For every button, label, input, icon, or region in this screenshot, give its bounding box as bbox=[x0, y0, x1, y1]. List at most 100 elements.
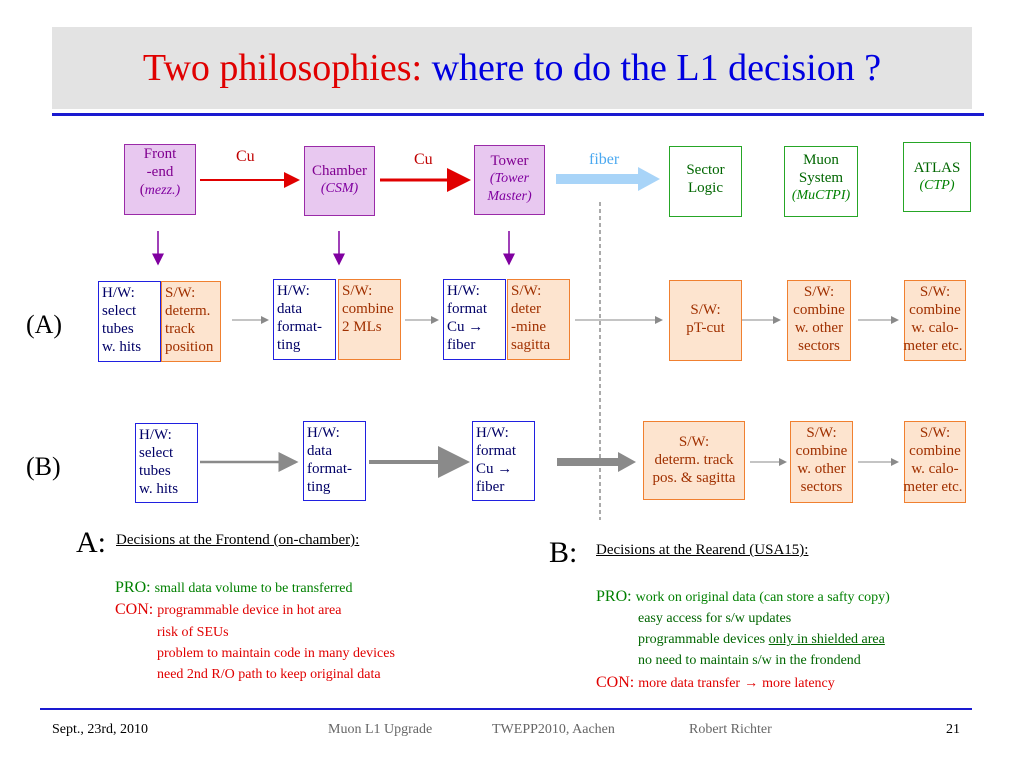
text-line: -mine bbox=[511, 319, 546, 335]
frontend-open: ( bbox=[139, 182, 145, 198]
text-line: format bbox=[447, 301, 487, 317]
frontend-line2: -end bbox=[146, 164, 174, 180]
con-text: more data transfer bbox=[638, 676, 741, 691]
section-a-letter: A: bbox=[76, 526, 106, 559]
text-line: select bbox=[102, 303, 137, 319]
footer-page-number: 21 bbox=[946, 722, 960, 737]
section-b-letter: B: bbox=[549, 536, 578, 569]
row-b-sw-combine-calo: S/W: combine w. calo-meter etc. bbox=[903, 421, 966, 503]
text-line: S/W: bbox=[165, 285, 196, 301]
sector-logic-box: Sector Logic bbox=[669, 146, 742, 217]
text-line: tubes bbox=[139, 463, 171, 479]
tower-line1: Tower bbox=[490, 153, 529, 169]
pro-text: small data volume to be transferred bbox=[154, 581, 353, 596]
text-line: combine bbox=[909, 302, 961, 318]
text-line: track bbox=[165, 321, 195, 337]
muon-sub: (MuCTPI) bbox=[791, 188, 851, 203]
section-b-title: Decisions at the Rearend (USA15): bbox=[596, 542, 809, 558]
atlas-sub: (CTP) bbox=[919, 178, 955, 193]
text-line: pos. & sagitta bbox=[652, 470, 736, 486]
pro-label: PRO: bbox=[115, 579, 151, 596]
tower-box: Tower (Tower Master) bbox=[474, 145, 545, 215]
chamber-line1: Chamber bbox=[312, 163, 367, 179]
text-line: H/W: bbox=[139, 427, 172, 443]
section-b-pro-line2: easy access for s/w updates bbox=[638, 611, 792, 626]
pro-line: work on original data (can store a safty… bbox=[635, 590, 890, 605]
text-line: fiber bbox=[447, 337, 476, 353]
con-text: more latency bbox=[762, 676, 835, 691]
text-line: sectors bbox=[798, 338, 840, 354]
text-line: data bbox=[307, 443, 332, 459]
arrow-right-icon: → bbox=[744, 676, 759, 691]
chamber-box: Chamber (CSM) bbox=[304, 146, 375, 216]
row-a-label: (A) bbox=[26, 310, 63, 339]
text-line: Cu → bbox=[476, 461, 513, 477]
muon-system-box: Muon System (MuCTPI) bbox=[784, 146, 858, 217]
tower-sub2: Master) bbox=[487, 189, 532, 204]
text-line: position bbox=[165, 339, 214, 355]
text-line: w. other bbox=[797, 461, 846, 477]
text-line: S/W: bbox=[678, 434, 710, 450]
footer-rule bbox=[40, 708, 972, 710]
text-line: combine bbox=[795, 443, 848, 459]
footer-event1: Muon L1 Upgrade bbox=[328, 722, 433, 737]
muon-line1: Muon bbox=[803, 152, 839, 168]
text-line: H/W: bbox=[447, 283, 480, 299]
text-line: sagitta bbox=[511, 337, 551, 353]
text-line: select bbox=[139, 445, 174, 461]
text-line: combine bbox=[909, 443, 961, 459]
pro-label: PRO: bbox=[596, 588, 632, 605]
footer-date: Sept., 23rd, 2010 bbox=[52, 722, 149, 737]
section-b-pro: PRO: work on original data (can store a … bbox=[596, 588, 890, 606]
text-line: combine bbox=[793, 302, 845, 318]
text-line: combine bbox=[342, 301, 394, 317]
text-line: sectors bbox=[800, 479, 843, 495]
text-line: deter bbox=[511, 301, 541, 317]
text-line: S/W: bbox=[342, 283, 373, 299]
fiber-arrow bbox=[556, 167, 660, 191]
text-line: data bbox=[277, 301, 302, 317]
text-line: ting bbox=[277, 337, 301, 353]
frontend-line1: Front bbox=[143, 146, 177, 162]
atlas-line1: ATLAS bbox=[913, 160, 961, 176]
section-a-con-line2: risk of SEUs bbox=[157, 625, 229, 640]
frontend-sub: mezz. bbox=[144, 183, 176, 198]
text-line: S/W: bbox=[919, 284, 951, 300]
text-line: w. hits bbox=[102, 339, 142, 355]
title-rule bbox=[52, 113, 984, 116]
text-line: w. calo- bbox=[911, 461, 959, 477]
row-b-hw-select-tubes: H/W: select tubes w. hits bbox=[135, 423, 198, 503]
text-line: H/W: bbox=[277, 283, 310, 299]
row-b-arrow-3 bbox=[557, 452, 636, 472]
text-line: meter etc. bbox=[903, 479, 963, 495]
text-line: S/W: bbox=[690, 302, 721, 318]
chamber-sub: (CSM) bbox=[320, 181, 359, 196]
text-line: format- bbox=[277, 319, 322, 335]
section-b-pro-line3: programmable devices only in shielded ar… bbox=[638, 632, 885, 648]
section-a-con-line3: problem to maintain code in many devices bbox=[157, 646, 395, 661]
title-part1: Two philosophies: bbox=[142, 47, 423, 89]
slide-title: Two philosophies: where to do the L1 dec… bbox=[52, 27, 972, 109]
frontend-close: ) bbox=[175, 183, 181, 198]
text-line: w. other bbox=[794, 320, 844, 336]
text-line: S/W: bbox=[511, 283, 542, 299]
text-line: format bbox=[476, 443, 516, 459]
text-line: pT-cut bbox=[686, 320, 725, 336]
section-a-title: Decisions at the Frontend (on-chamber): bbox=[116, 532, 360, 548]
text-line: w. hits bbox=[139, 481, 179, 497]
section-a-pro: PRO: small data volume to be transferred bbox=[115, 579, 352, 597]
section-b-con: CON: more data transfer → more latency bbox=[596, 674, 835, 692]
muon-line2: System bbox=[798, 170, 844, 186]
section-b-pro-line4: no need to maintain s/w in the frondend bbox=[638, 653, 861, 668]
title-part2: where to do the L1 decision ? bbox=[431, 47, 882, 89]
text-line: S/W: bbox=[919, 425, 951, 441]
